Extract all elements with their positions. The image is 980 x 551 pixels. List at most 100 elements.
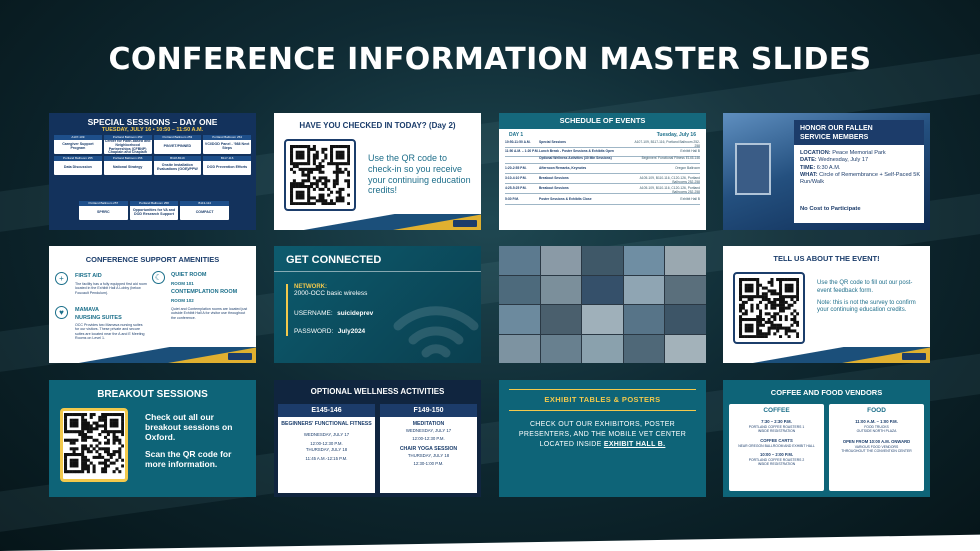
slide-title: HAVE YOU CHECKED IN TODAY? (Day 2) <box>299 121 456 130</box>
schedule-row: 11:50 A.M. – 1:20 P.M.Lunch Break - Post… <box>505 149 700 153</box>
qr-code-icon <box>284 139 356 211</box>
slide-title: COFFEE AND FOOD VENDORS <box>770 388 883 397</box>
event-photo <box>540 275 582 304</box>
slide-schedule[interactable]: SCHEDULE OF EVENTS DAY 1 Tuesday, July 1… <box>499 113 706 230</box>
contemplation-number: ROOM 102 <box>171 298 194 303</box>
quiet-room-text: Quiet and Contemplation rooms are locate… <box>171 307 248 320</box>
schedule-day: DAY 1 <box>509 132 524 138</box>
event-photo <box>540 305 582 334</box>
event-photo <box>499 305 540 334</box>
event-photo <box>665 334 706 363</box>
slide-exhibit[interactable]: EXHIBIT TABLES & POSTERS CHECK OUT OUR E… <box>499 380 706 497</box>
qr-code-icon <box>60 408 128 482</box>
page-title: CONFERENCE INFORMATION MASTER SLIDES <box>108 42 872 77</box>
slide-honor-fallen[interactable]: HONOR OUR FALLEN SERVICE MEMBERS LOCATIO… <box>723 113 930 230</box>
slide-title: TELL US ABOUT THE EVENT! <box>773 254 880 263</box>
coffee-column: COFFEE 7:30 – 2:30 P.M. PORTLAND COFFEE … <box>729 404 824 491</box>
event-photo <box>665 305 706 334</box>
honor-details: LOCATION: Peace Memorial Park DATE: Wedn… <box>800 150 921 186</box>
event-photo <box>623 275 665 304</box>
slide-title: EXHIBIT TABLES & POSTERS <box>509 389 696 411</box>
wellness-column-right: F149-150 MEDITATION WEDNESDAY, JULY 17 1… <box>380 404 477 493</box>
event-photo <box>499 246 540 275</box>
schedule-divider <box>505 147 700 148</box>
slide-title: SPECIAL SESSIONS – DAY ONE <box>87 117 218 127</box>
logo <box>453 220 477 227</box>
quiet-room-icon: ☾ <box>152 271 165 284</box>
schedule-divider <box>505 156 700 157</box>
mamava-title: MAMAVA <box>75 307 99 313</box>
slide-wellness[interactable]: OPTIONAL WELLNESS ACTIVITIES E145-146 BE… <box>274 380 481 497</box>
mamava-text: OCC Provides two Mamava nursing suites f… <box>75 323 145 341</box>
wellness-column-left: E145-146 BEGINNERS' FUNCTIONAL FITNESS W… <box>278 404 375 493</box>
event-photo <box>623 334 665 363</box>
event-photo <box>582 275 623 304</box>
contemplation-title: CONTEMPLATION ROOM <box>171 289 238 295</box>
slide-breakout-sessions[interactable]: BREAKOUT SESSIONS Check out all our brea… <box>49 380 256 497</box>
schedule-divider <box>505 193 700 194</box>
mamava-subtitle: NURSING SUITES <box>75 315 122 321</box>
event-photo <box>665 246 706 275</box>
event-photo <box>499 334 540 363</box>
wifi-icon <box>393 306 479 358</box>
event-photo <box>665 275 706 304</box>
food-column: FOOD 11:00 A.M. – 1:00 P.M. FOOD TRUCKS … <box>829 404 924 491</box>
schedule-row: 1:20-2:55 P.M.Afternoon Remarks, Keynote… <box>505 166 700 170</box>
check-in-text: Use the QR code to check-in so you recei… <box>368 153 471 196</box>
logo <box>228 353 252 360</box>
exhibit-text: CHECK OUT OUR EXHIBITORS, POSTER PRESENT… <box>518 421 687 449</box>
event-photo <box>582 305 623 334</box>
quiet-room-number: ROOM 101 <box>171 281 194 286</box>
divider <box>274 271 481 272</box>
logo <box>902 353 926 360</box>
quiet-room-title: QUIET ROOM <box>171 272 207 278</box>
slide-get-connected[interactable]: GET CONNECTED NETWORK: 2000-OCC basic wi… <box>274 246 481 363</box>
qr-code-icon <box>733 272 805 344</box>
slide-title: GET CONNECTED <box>286 254 382 266</box>
slide-check-in[interactable]: HAVE YOU CHECKED IN TODAY? (Day 2) Use t… <box>274 113 481 230</box>
nursing-icon: ♥ <box>55 306 68 319</box>
schedule-row: Optional Wellness Activities (30 Min Ses… <box>539 156 700 160</box>
event-photo <box>540 334 582 363</box>
slide-title: CONFERENCE SUPPORT AMENITIES <box>85 255 220 264</box>
slide-title: SCHEDULE OF EVENTS <box>499 113 706 129</box>
honor-info-box: HONOR OUR FALLEN SERVICE MEMBERS LOCATIO… <box>794 120 924 223</box>
slide-photo-collage[interactable] <box>499 246 706 363</box>
event-photo <box>499 275 540 304</box>
honor-title: HONOR OUR FALLEN SERVICE MEMBERS <box>794 120 924 145</box>
event-photo <box>623 305 665 334</box>
footer-stripe <box>723 347 930 363</box>
slide-feedback[interactable]: TELL US ABOUT THE EVENT! Use the QR code… <box>723 246 930 363</box>
schedule-divider <box>505 163 700 164</box>
schedule-divider <box>505 204 700 205</box>
schedule-divider <box>505 183 700 184</box>
event-photo <box>623 246 665 275</box>
footer-stripe <box>49 347 256 363</box>
feedback-text: Use the QR code to fill out our post-eve… <box>817 280 916 314</box>
first-aid-text: The facility has a fully equipped first … <box>75 282 147 295</box>
first-aid-title: FIRST AID <box>75 273 102 279</box>
slide-amenities[interactable]: CONFERENCE SUPPORT AMENITIES + FIRST AID… <box>49 246 256 363</box>
schedule-divider <box>505 173 700 174</box>
event-photo <box>582 246 623 275</box>
slide-subtitle: TUESDAY, JULY 16 • 10:50 – 11:50 A.M. <box>101 127 204 133</box>
wifi-credentials: NETWORK: 2000-OCC basic wireless USERNAM… <box>286 284 402 336</box>
first-aid-icon: + <box>55 272 68 285</box>
portrait-frame <box>735 143 771 195</box>
slide-special-sessions[interactable]: SPECIAL SESSIONS – DAY ONE TUESDAY, JULY… <box>49 113 256 230</box>
slide-vendors[interactable]: COFFEE AND FOOD VENDORS COFFEE 7:30 – 2:… <box>723 380 930 497</box>
breakout-text: Check out all our breakout sessions on O… <box>145 412 233 469</box>
event-photo <box>540 246 582 275</box>
